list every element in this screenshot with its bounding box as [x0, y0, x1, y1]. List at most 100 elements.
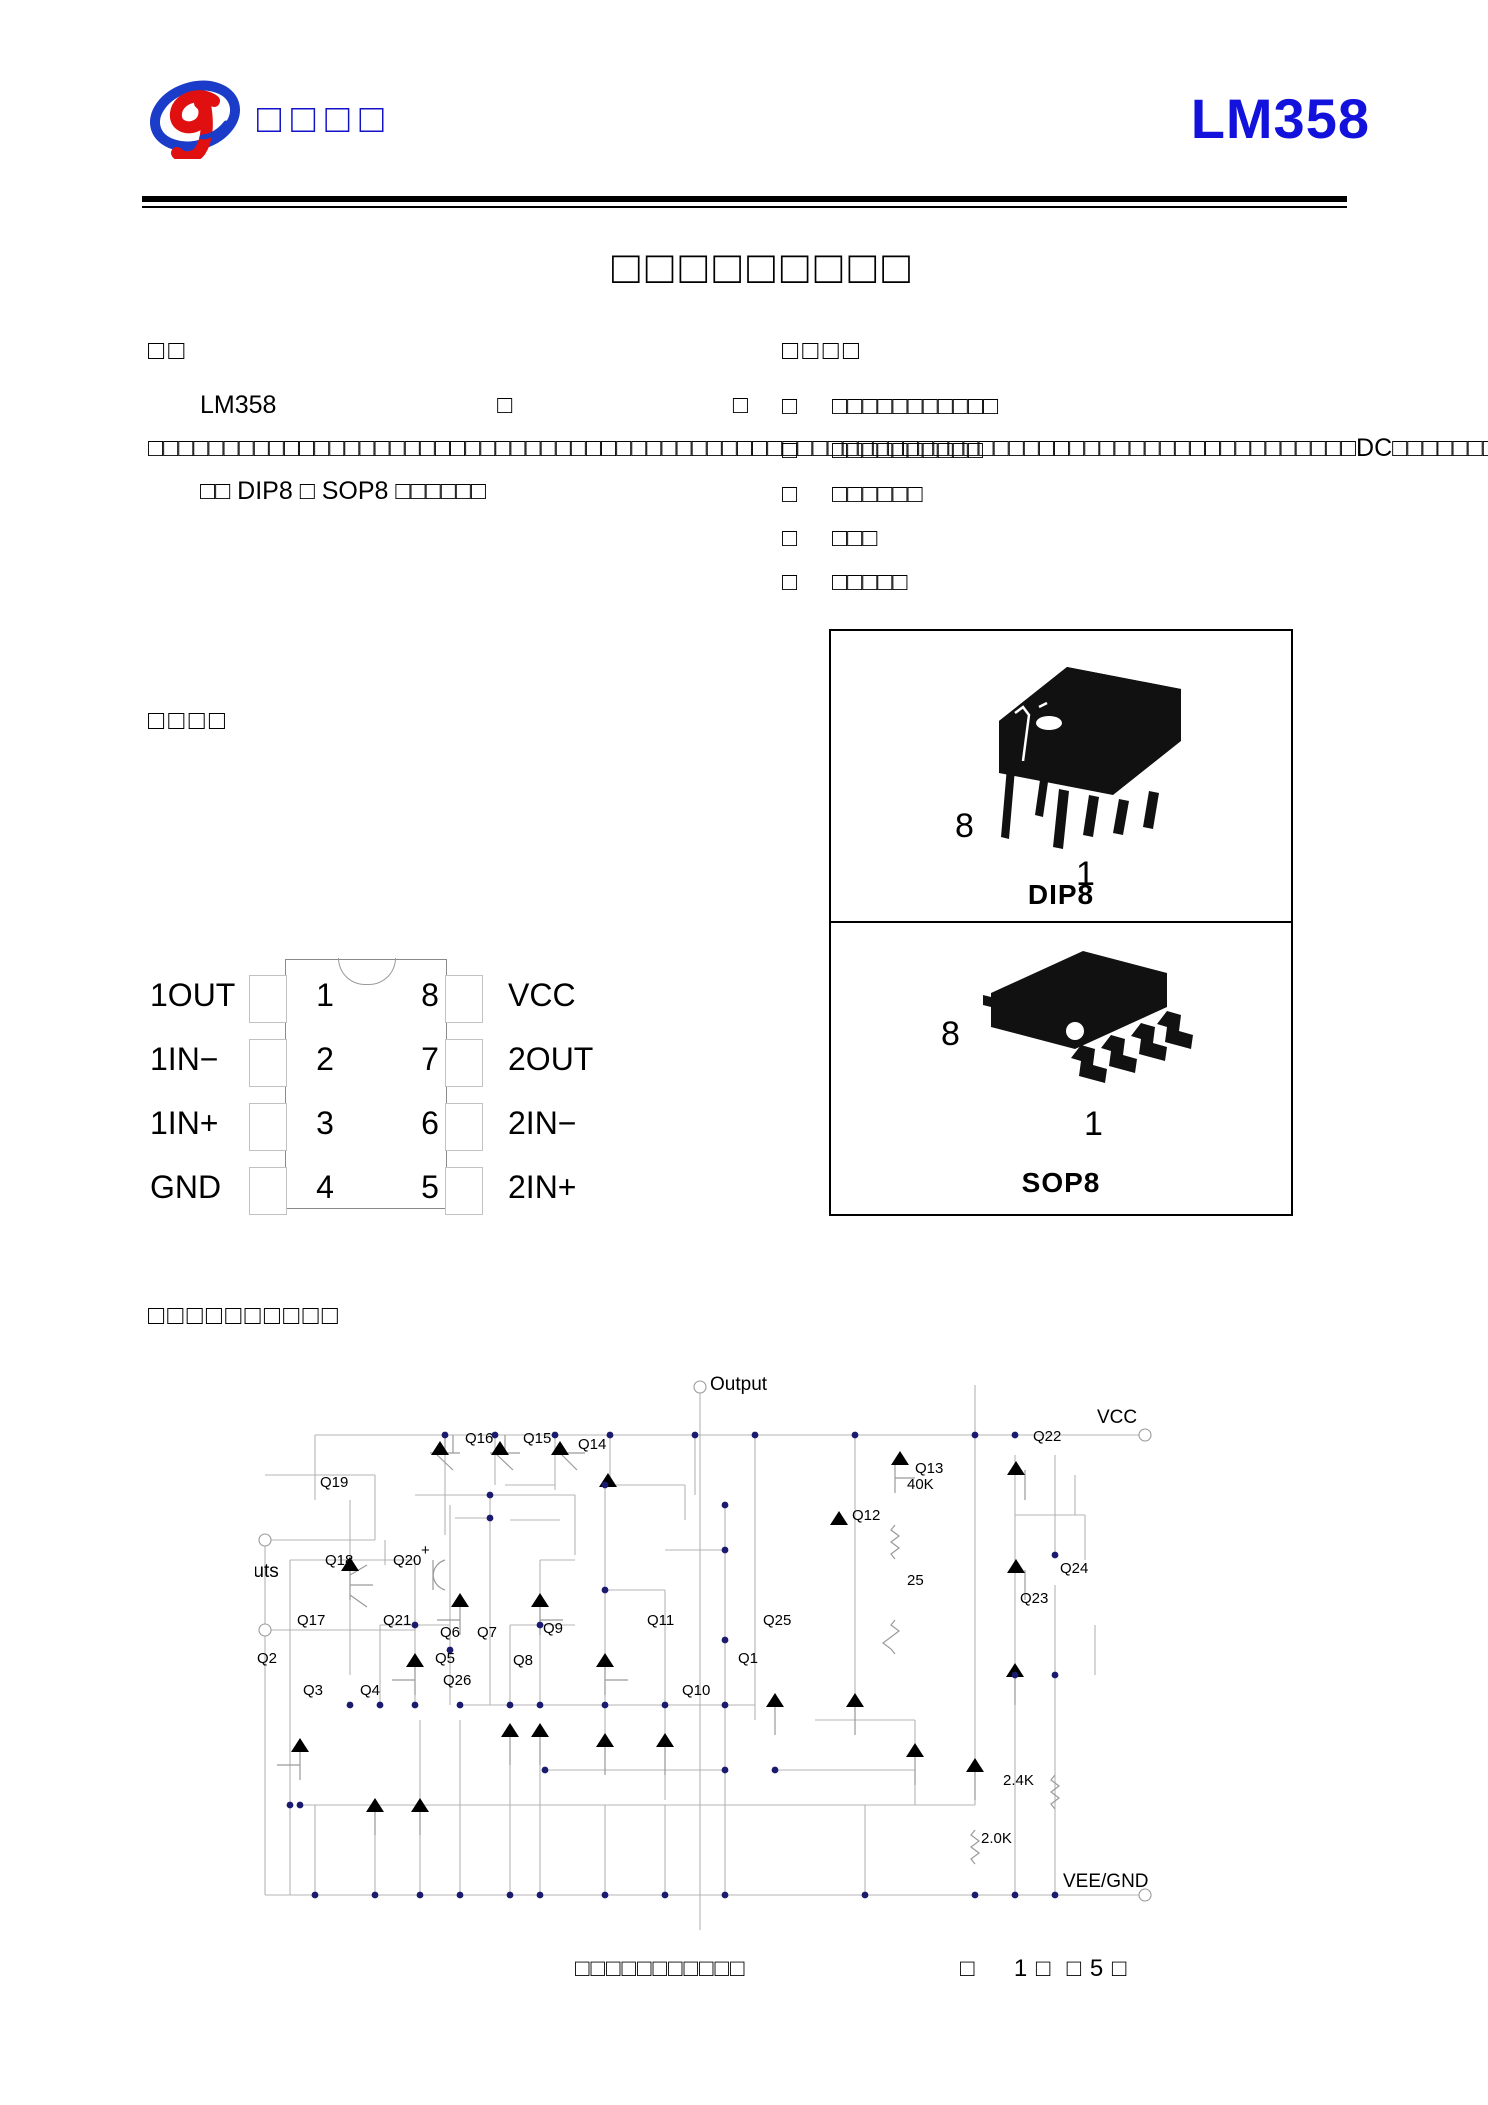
pin-number-1: 1 — [316, 977, 334, 1013]
pin-number-7: 7 — [421, 1041, 439, 1077]
pin-lead-8 — [445, 975, 483, 1023]
overview-section: □□ LM358□□ □□□□□□□□□□□□□□□□□□□□□□□□□□□□□… — [148, 335, 1488, 513]
pin-label-1in-neg: 1IN− — [150, 1041, 219, 1077]
overview-sop-ref: SOP8 — [321, 477, 389, 505]
dip8-pin8-marker: 8 — [955, 807, 974, 845]
company-g-logo-icon — [148, 79, 243, 164]
features-section: □□□□ □ □□□□□□□□□□□ □ □□□□□□□□□□ □ □□□□□□… — [782, 335, 1262, 604]
pin-label-1out: 1OUT — [150, 977, 236, 1013]
transistor-label-q13: Q13 — [915, 1460, 943, 1477]
pin-lead-5 — [445, 1167, 483, 1215]
pin-label-gnd: GND — [150, 1169, 222, 1205]
dip8-caption: DIP8 — [1027, 879, 1095, 910]
company-logo: □□□□ — [148, 78, 578, 164]
transistor-label-q6: Q6 — [440, 1624, 460, 1641]
transistor-label-q22: Q22 — [1033, 1428, 1061, 1445]
transistor-label-q21: Q21 — [383, 1612, 411, 1629]
resistor-label-25: 25 — [907, 1572, 924, 1589]
feature-label: □□□□□□ — [832, 480, 923, 508]
vee-gnd-terminal — [1138, 1888, 1152, 1902]
overview-dc-text: DC — [1356, 434, 1393, 462]
transistor-label-q24: Q24 — [1060, 1560, 1088, 1577]
feature-item: □ □□□ — [782, 516, 1262, 560]
pin-number-2: 2 — [316, 1041, 334, 1077]
vcc-terminal-label: VCC — [1097, 1407, 1137, 1428]
transistor-label-q17: Q17 — [297, 1612, 325, 1629]
transistor-label-q5: Q5 — [435, 1650, 455, 1667]
bullet-icon: □ — [782, 524, 798, 552]
transistor-label-q18: Q18 — [325, 1552, 353, 1569]
transistor-label-q8: Q8 — [513, 1652, 533, 1669]
pin-number-5: 5 — [421, 1169, 439, 1205]
schematic-heading: □□□□□□□□□□ — [148, 1300, 342, 1330]
transistor-label-q26: Q26 — [443, 1672, 471, 1689]
pin-lead-2 — [249, 1039, 287, 1087]
pin-lead-7 — [445, 1039, 483, 1087]
svg-text:+: + — [421, 1542, 430, 1559]
pin-lead-3 — [249, 1103, 287, 1151]
transistor-label-q14: Q14 — [578, 1436, 606, 1453]
pin-label-2out: 2OUT — [508, 1041, 594, 1077]
pin-label-2in-neg: 2IN− — [508, 1105, 577, 1141]
output-terminal-label: Output — [710, 1375, 768, 1395]
pin-config-heading: □□□□ — [148, 705, 230, 735]
feature-label: □□□ — [832, 524, 878, 552]
input-terminal-a — [258, 1533, 272, 1547]
overview-pkg-prefix: □□ — [200, 477, 238, 505]
pin-number-8: 8 — [421, 977, 439, 1013]
resistor-label-2p0k: 2.0K — [981, 1830, 1012, 1847]
sop8-pin8-marker: 8 — [941, 1015, 960, 1053]
overview-body-text: □□ □□□□□□□□□□□□□□□□□□□□□□□□□□□□□□□□□□□□□… — [148, 391, 1357, 462]
sop8-pin1-marker: 1 — [1084, 1105, 1103, 1143]
transistor-label-q19: Q19 — [320, 1474, 348, 1491]
transistor-label-q10: Q10 — [682, 1682, 710, 1699]
pin-label-2in-pos: 2IN+ — [508, 1169, 577, 1205]
vcc-terminal — [1138, 1428, 1152, 1442]
overview-tail-text: □□□□□□□□□□□□□□□□□ — [1392, 434, 1488, 462]
pin-lead-4 — [249, 1167, 287, 1215]
pin-number-4: 4 — [316, 1169, 334, 1205]
pin-lead-6 — [445, 1103, 483, 1151]
feature-item: □ □□□□□□ — [782, 472, 1262, 516]
bullet-icon: □ — [782, 568, 798, 596]
pin-number-3: 3 — [316, 1105, 334, 1141]
bullet-icon: □ — [782, 436, 798, 464]
input-terminal-b — [258, 1623, 272, 1637]
sop8-package-panel: 8 1 SOP8 — [829, 919, 1293, 1216]
features-heading: □□□□ — [782, 335, 864, 365]
transistor-label-q11: Q11 — [647, 1612, 674, 1629]
transistor-label-q20: Q20 — [393, 1552, 421, 1569]
header-rule-thin — [142, 206, 1347, 208]
transistor-label-q9: Q9 — [543, 1620, 563, 1637]
transistor-label-q25: Q25 — [763, 1612, 791, 1629]
sop8-caption: SOP8 — [1021, 1167, 1101, 1198]
transistor-label-q7: Q7 — [477, 1624, 497, 1641]
internal-equivalent-circuit-diagram: + — [255, 1375, 1205, 1930]
output-terminal — [693, 1380, 707, 1394]
bullet-icon: □ — [782, 392, 798, 420]
feature-item: □ □□□□□□□□□□□ — [782, 384, 1262, 428]
resistor-label-2p4k: 2.4K — [1003, 1772, 1034, 1789]
overview-paragraph-2: □□ DIP8 □ SOP8 □□□□□□ — [148, 470, 748, 513]
company-name-text: □□□□ — [257, 96, 394, 141]
transistor-label-q15: Q15 — [523, 1430, 551, 1447]
resistor-label-40k: 40K — [907, 1476, 934, 1493]
footer-page-indicator: □ 1 □ □ 5 □ — [960, 1955, 1128, 1982]
overview-paragraph-1: LM358□□ □□□□□□□□□□□□□□□□□□□□□□□□□□□□□□□□… — [148, 384, 1488, 470]
overview-heading: □□ — [148, 335, 189, 365]
pin-configuration-diagram: 1 2 3 4 8 7 6 5 1OUT 1IN− 1IN+ GND VCC 2… — [150, 945, 630, 1215]
overview-pkg-tail: □□□□□□ — [388, 477, 486, 505]
transistor-label-q1: Q1 — [738, 1650, 758, 1667]
dip8-package-icon — [963, 649, 1213, 854]
pin-label-1in-pos: 1IN+ — [150, 1105, 219, 1141]
transistor-label-q2: Q2 — [257, 1650, 277, 1667]
transistor-label-q3: Q3 — [303, 1682, 323, 1699]
transistor-label-q12: Q12 — [852, 1507, 880, 1524]
part-number-title: LM358 — [1190, 87, 1370, 150]
feature-item: □ □□□□□□□□□□ — [782, 428, 1262, 472]
transistor-label-q23: Q23 — [1020, 1590, 1048, 1607]
overview-part-ref: LM358 — [200, 391, 277, 419]
overview-pkg-mid: □ — [292, 477, 322, 505]
dip8-pin1-marker: 1 — [1076, 855, 1095, 893]
